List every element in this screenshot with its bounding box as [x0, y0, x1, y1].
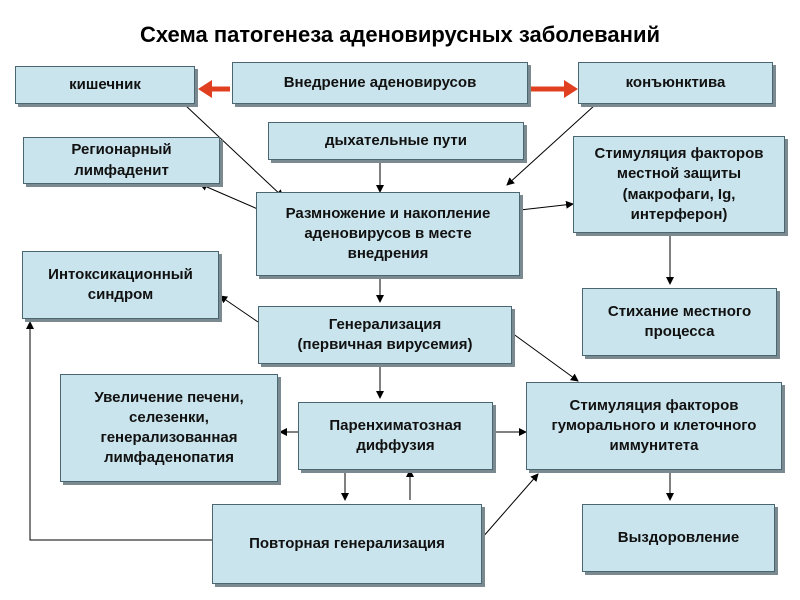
arrow-generalization-stimulation-immunity: [511, 332, 579, 382]
arrow-repeat-intoxication: [26, 321, 212, 541]
node-reproduction: Размножение и накопление аденовирусов в …: [256, 192, 520, 276]
red-arrow-left: [198, 80, 230, 98]
node-recovery: Выздоровление: [582, 504, 775, 572]
arrow-intestine-reproduction: [184, 104, 284, 198]
red-arrow-right: [528, 80, 578, 98]
node-repeat-generalization: Повторная генерализация: [212, 504, 482, 584]
node-lymphadenitis: Регионарный лимфаденит: [23, 137, 220, 184]
node-organ-enlargement: Увеличение печени, селезенки, генерализо…: [60, 374, 278, 482]
node-respiratory: дыхательные пути: [268, 122, 524, 160]
arrow-repeat-immunity: [481, 473, 539, 539]
node-stimulation-local: Стимуляция факторов местной защиты (макр…: [573, 136, 785, 233]
arrow-reproduction-lymphadenitis: [199, 183, 261, 211]
node-diffusion: Паренхиматозная диффузия: [298, 402, 493, 470]
diagram-title: Схема патогенеза аденовирусных заболеван…: [139, 22, 660, 47]
node-generalization: Генерализация (первичная вирусемия): [258, 306, 512, 364]
node-conjunctiva: конъюнктива: [578, 62, 773, 104]
node-intoxication: Интоксикационный синдром: [22, 251, 219, 319]
node-stimulation-immunity: Стимуляция факторов гуморального и клето…: [526, 382, 782, 470]
node-intestine: кишечник: [15, 66, 195, 104]
arrow-conjunctiva-reproduction: [506, 104, 596, 186]
arrow-generalization-intoxication: [219, 295, 259, 323]
arrow-reproduction-stimulation-local: [519, 200, 574, 211]
node-subsiding: Стихание местного процесса: [582, 288, 777, 356]
node-introduction: Внедрение аденовирусов: [232, 62, 528, 104]
